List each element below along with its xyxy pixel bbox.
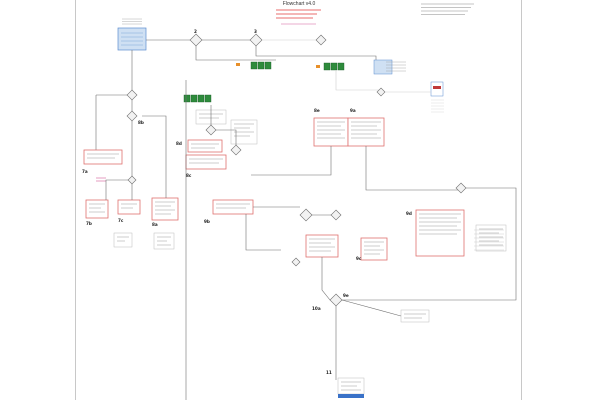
connector-line bbox=[105, 179, 132, 200]
decision-diamond-icon bbox=[249, 33, 263, 47]
check-block-icon bbox=[337, 62, 345, 71]
document-icon bbox=[373, 59, 393, 75]
check-block-icon bbox=[323, 62, 331, 71]
step-label: 9e bbox=[343, 293, 349, 298]
document-icon-mark bbox=[433, 86, 441, 89]
step-label: 8b bbox=[138, 120, 144, 125]
connector-line bbox=[195, 46, 276, 61]
process-box bbox=[212, 199, 254, 215]
check-block-icon bbox=[264, 61, 272, 70]
decision-diamond-faint bbox=[315, 34, 327, 46]
process-box bbox=[117, 199, 141, 215]
connector-line bbox=[245, 214, 281, 251]
decision-diamond-icon bbox=[126, 89, 138, 101]
check-block-icon bbox=[204, 94, 212, 103]
connector-line bbox=[365, 146, 461, 191]
step-label: 9a bbox=[350, 108, 356, 113]
step-label: 11 bbox=[326, 370, 332, 375]
process-box bbox=[360, 237, 388, 261]
decision-diamond-icon bbox=[127, 175, 137, 185]
decision-diamond-faint bbox=[376, 87, 386, 97]
step-label: 8e bbox=[314, 108, 320, 113]
decision-diamond-icon bbox=[205, 124, 217, 136]
connector-line bbox=[335, 70, 381, 91]
decision-diamond-icon bbox=[299, 208, 313, 222]
step-label: 8d bbox=[176, 141, 182, 146]
decision-diamond-icon bbox=[126, 110, 138, 122]
step-label: 9c bbox=[356, 256, 362, 261]
connector-line bbox=[321, 257, 331, 301]
step-label: 10a bbox=[312, 306, 321, 311]
process-box bbox=[347, 117, 385, 147]
step-label: 7c bbox=[118, 218, 124, 223]
check-block-icon bbox=[183, 94, 191, 103]
orange-tag bbox=[316, 65, 320, 68]
decision-diamond-icon bbox=[230, 144, 242, 156]
process-box bbox=[151, 197, 179, 221]
step-label: 8c bbox=[186, 173, 192, 178]
check-block-icon bbox=[250, 61, 258, 70]
connector-line bbox=[255, 46, 377, 62]
flowchart-title: Flowchart v4.0 bbox=[282, 1, 316, 7]
connector-line bbox=[251, 146, 332, 176]
check-block-icon bbox=[190, 94, 198, 103]
process-box bbox=[85, 199, 109, 219]
step-label: 2 bbox=[194, 29, 197, 34]
process-box bbox=[400, 309, 430, 323]
check-block-icon bbox=[197, 94, 205, 103]
step-label: 8a bbox=[152, 222, 158, 227]
connector-line bbox=[341, 299, 402, 317]
process-box bbox=[415, 209, 465, 257]
step-label: 3 bbox=[254, 29, 257, 34]
connector-line bbox=[216, 129, 237, 145]
flowchart-page: Flowchart v4.0 2 3 7a 7b 7c 8a 8b 8c 8d 8e 9a 9b 9c 9… bbox=[75, 0, 522, 400]
decision-diamond-icon bbox=[455, 182, 467, 194]
document-start-icon bbox=[117, 27, 147, 51]
flowchart-diagram: 2 3 7a 7b 7c 8a 8b 8c 8d 8e 9a 9b 9c 9d 9e 10a 11 bbox=[82, 3, 517, 400]
orange-tag bbox=[236, 63, 240, 66]
process-box bbox=[83, 149, 123, 165]
step-label: 9d bbox=[406, 211, 412, 216]
check-block-icon bbox=[257, 61, 265, 70]
step-label: 7a bbox=[82, 169, 88, 174]
decision-diamond-icon bbox=[291, 257, 301, 267]
process-box bbox=[313, 117, 349, 147]
decision-diamond-icon bbox=[189, 33, 203, 47]
decision-diamond-icon bbox=[330, 209, 342, 221]
decision-diamond-icon bbox=[329, 293, 343, 307]
process-box bbox=[113, 232, 133, 248]
end-terminator-icon bbox=[338, 394, 364, 398]
connector-line bbox=[336, 187, 517, 301]
process-box bbox=[305, 234, 339, 258]
start-caption bbox=[120, 18, 144, 26]
step-label: 9b bbox=[204, 219, 210, 224]
process-box bbox=[185, 154, 227, 170]
process-box bbox=[187, 139, 223, 153]
step-label: 7b bbox=[86, 221, 92, 226]
connector-line bbox=[142, 115, 167, 198]
check-block-icon bbox=[330, 62, 338, 71]
